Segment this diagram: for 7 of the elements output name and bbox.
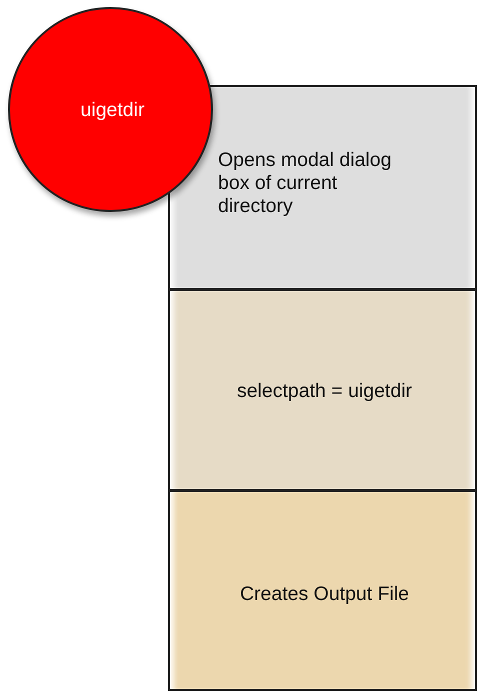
node-label: uigetdir (80, 99, 146, 122)
node-label: Opens modal dialog box of current directory (218, 149, 392, 218)
process-box (168, 85, 477, 290)
process-box (168, 289, 477, 491)
node-label: selectpath = uigetdir (236, 380, 414, 403)
node-label: Creates Output File (238, 583, 410, 606)
process-box (168, 490, 477, 691)
